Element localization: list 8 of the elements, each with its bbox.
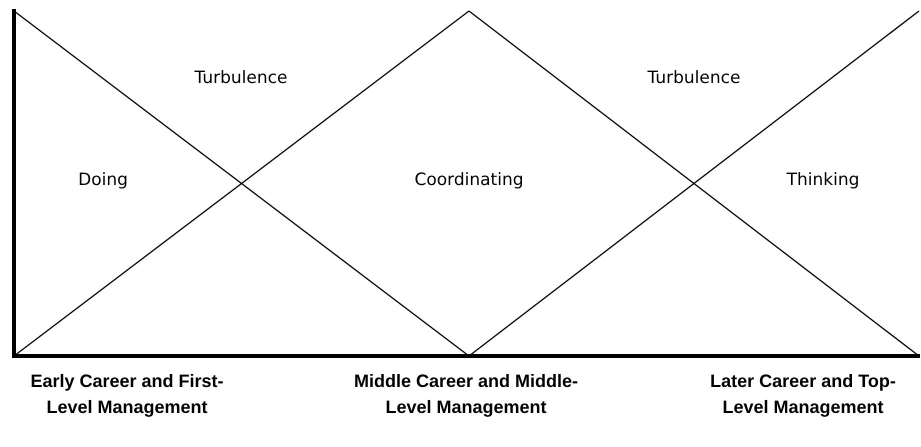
career-stage-label: Middle Career and Middle-Level Management bbox=[352, 370, 580, 419]
career-stage-label: Later Career and Top-Level Management bbox=[709, 370, 897, 419]
region-label: Turbulence bbox=[648, 68, 740, 88]
region-label: Turbulence bbox=[194, 68, 288, 88]
region-label: Coordinating bbox=[414, 170, 524, 190]
region-label: Thinking bbox=[786, 170, 860, 190]
career-stage-label: Early Career and First-Level Management bbox=[29, 370, 225, 419]
region-label: Doing bbox=[78, 170, 128, 190]
